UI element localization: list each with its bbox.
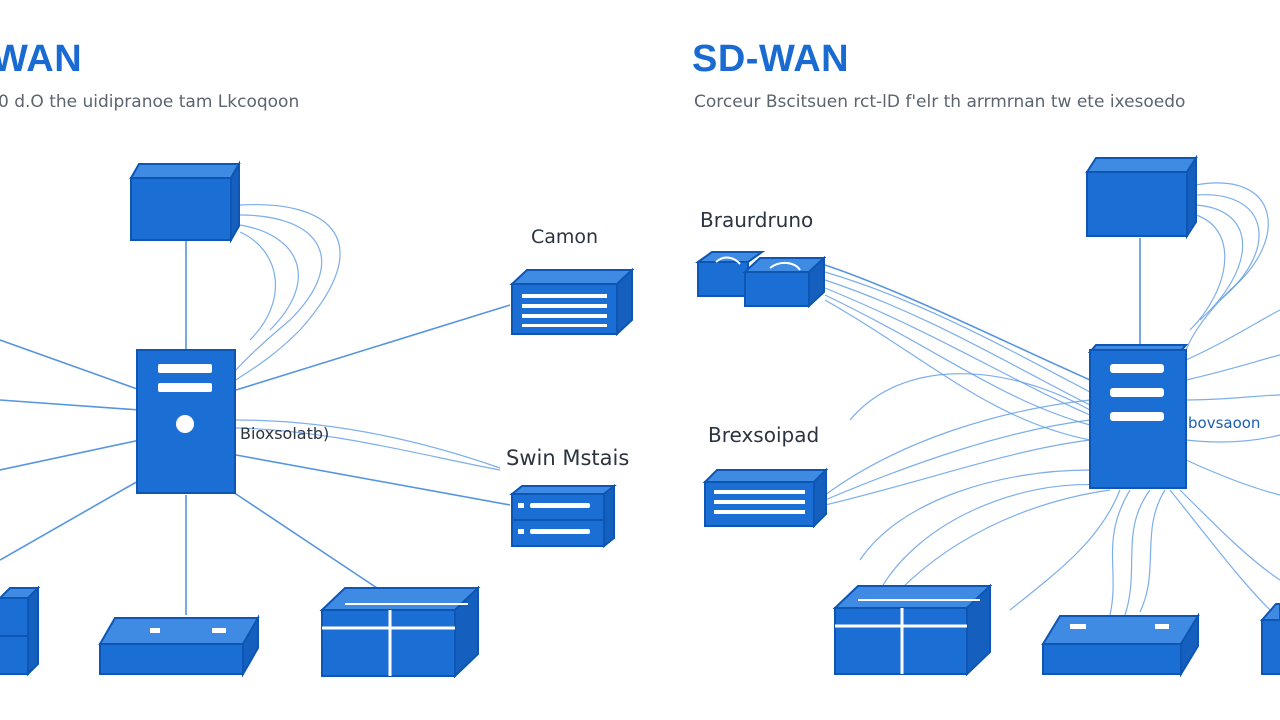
- router-icon: [1085, 154, 1198, 240]
- camon-label: Camon: [531, 226, 599, 248]
- sdwan-subtitle: Corceur Bscitsuen rct-lD f'elr th arrmrn…: [694, 92, 1186, 112]
- wan-diagram: [0, 160, 635, 679]
- switch-icon: [702, 467, 829, 529]
- sdwan-diagram: [694, 154, 1280, 678]
- switch-icon: [1041, 612, 1200, 678]
- switch-icon: [98, 614, 260, 678]
- swin-mstais-label: Swin Mstais: [506, 446, 630, 470]
- wan-title: WAN: [0, 38, 83, 80]
- bioxsolatb-label: Bioxsolatb): [240, 424, 330, 443]
- switch-icon: [509, 483, 617, 549]
- switch-icon: [832, 583, 993, 677]
- wan-subtitle: 0 d.O the uidipranoe tam Lkcoqoon: [0, 92, 300, 112]
- router-icon: [129, 160, 241, 244]
- switch-icon: [0, 585, 41, 677]
- server-icon: [1087, 344, 1189, 489]
- cloud-router-icon: [694, 251, 827, 309]
- switch-icon: [1259, 603, 1280, 675]
- switch-icon: [509, 267, 635, 337]
- sdwan-title: SD-WAN: [692, 38, 850, 80]
- bovsaoon-label: bovsaoon: [1188, 414, 1261, 432]
- wan-links: [0, 203, 511, 615]
- switch-icon: [319, 585, 481, 679]
- brexsoipad-label: Brexsoipad: [708, 423, 820, 447]
- server-icon: [136, 349, 236, 494]
- braurdruno-label: Braurdruno: [700, 208, 814, 232]
- sdwan-links: [824, 182, 1280, 616]
